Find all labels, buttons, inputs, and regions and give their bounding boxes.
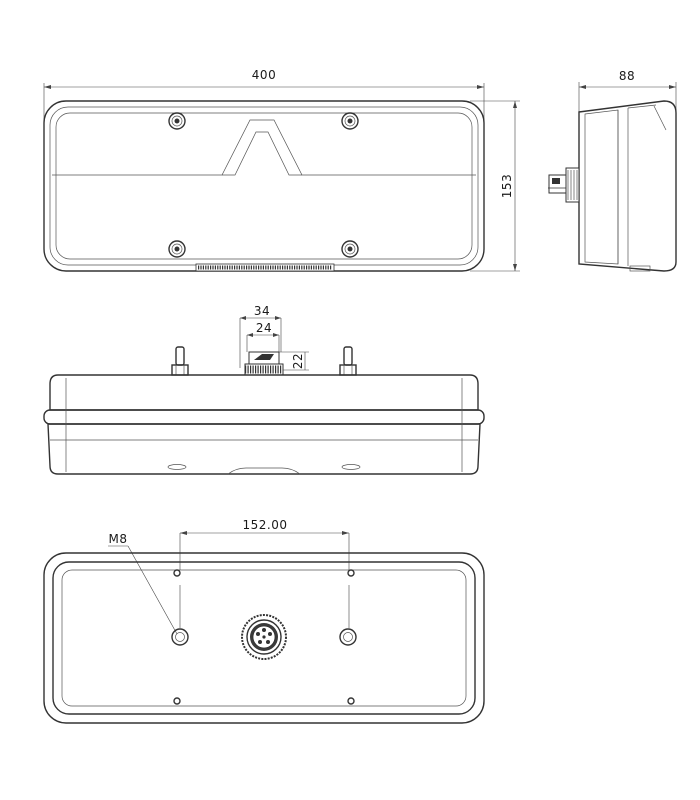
front-housing-outer <box>43 100 485 272</box>
bottom-dim-34: 34 <box>254 304 270 318</box>
front-housing-inner <box>49 106 479 266</box>
plate-lamp-grill <box>195 263 335 272</box>
rear-hole <box>173 569 181 577</box>
bottom-housing-back <box>49 374 479 411</box>
bottom-dimensions: 34 24 22 <box>239 304 309 371</box>
bottom-dim-22: 22 <box>291 353 305 369</box>
front-height-dimension: 153 <box>470 100 520 272</box>
rear-spacing-dimension: 152.00 <box>179 518 350 628</box>
rear-hole <box>173 697 181 705</box>
front-mount-stud <box>168 240 186 258</box>
reflector-triangle <box>52 119 476 176</box>
rear-bolt-callout: M8 <box>108 532 178 635</box>
bottom-housing-lens <box>47 423 481 475</box>
rear-spacing-label: 152.00 <box>243 518 288 532</box>
bottom-housing-rim <box>43 409 485 425</box>
rear-hole <box>347 569 355 577</box>
rear-bolt-label: M8 <box>109 532 128 546</box>
bottom-stud <box>339 346 357 376</box>
bottom-view: 34 24 22 <box>43 304 485 475</box>
side-depth-dimension: 88 <box>578 69 677 112</box>
bottom-connector <box>244 351 284 376</box>
side-connector <box>548 167 580 203</box>
rear-view: 152.00 M8 <box>43 518 485 724</box>
rear-hole <box>347 697 355 705</box>
bottom-stud <box>171 346 189 376</box>
bottom-dim-24: 24 <box>256 321 272 335</box>
rear-bolt <box>339 628 357 646</box>
front-height-label: 153 <box>500 174 514 198</box>
front-mount-stud <box>341 112 359 130</box>
front-width-dimension: 400 <box>43 68 485 120</box>
rear-connector-socket <box>241 614 287 660</box>
rear-bolt <box>171 628 189 646</box>
side-housing <box>578 100 677 272</box>
rear-housing-inner <box>52 561 476 715</box>
front-mount-stud <box>168 112 186 130</box>
side-view: 88 <box>548 69 677 272</box>
rear-housing-outer <box>43 552 485 724</box>
front-mount-stud <box>341 240 359 258</box>
side-depth-label: 88 <box>619 69 635 83</box>
front-view: 400 153 <box>43 68 520 272</box>
front-width-label: 400 <box>252 68 276 82</box>
